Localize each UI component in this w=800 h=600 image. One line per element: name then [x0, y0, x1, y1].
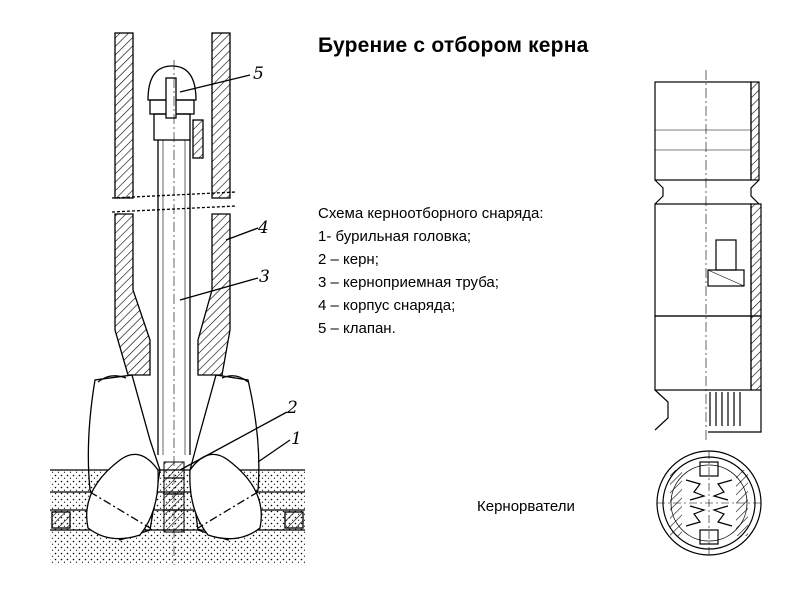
- callout-5: 5: [253, 64, 264, 84]
- legend: Схема керноотборного снаряда: 1- бурильн…: [318, 202, 544, 340]
- callout-3: 3: [259, 267, 270, 287]
- slide-title: Бурение с отбором керна: [318, 34, 589, 57]
- legend-item-5: 5 – клапан.: [318, 320, 396, 337]
- legend-item-2: 2 – керн;: [318, 251, 379, 268]
- callout-2: 2: [286, 398, 298, 418]
- legend-item-1: 1- бурильная головка;: [318, 228, 472, 245]
- callout-1: 1: [291, 429, 302, 449]
- core-catcher-top-view: [656, 450, 762, 556]
- legend-item-3: 3 – керноприемная труба;: [318, 274, 499, 291]
- core-catcher-caption: Кернорватели: [477, 498, 575, 515]
- core-catcher-side-view: [654, 70, 762, 440]
- legend-item-4: 4 – корпус снаряда;: [318, 297, 456, 314]
- legend-heading: Схема керноотборного снаряда:: [318, 205, 544, 222]
- callout-4: 4: [257, 218, 269, 238]
- core-barrel-section: [50, 32, 305, 565]
